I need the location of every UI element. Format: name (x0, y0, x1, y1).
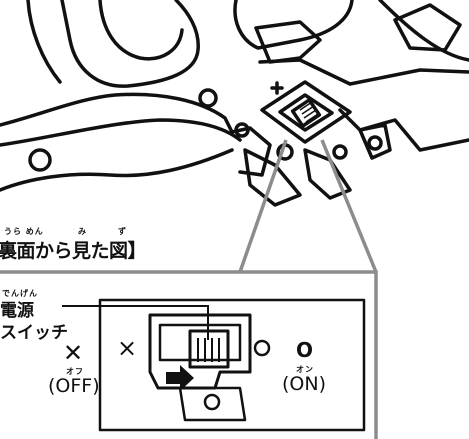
right-housing (258, 58, 469, 86)
heading-ruby-ura-men: うら めん (4, 227, 44, 236)
screw-hole-left (28, 148, 52, 172)
switch-label-line1: 電源 (0, 301, 34, 321)
switch-plate-inner (158, 323, 242, 362)
cog-shape (393, 3, 462, 52)
label-leader-line (62, 305, 209, 340)
screw-hole-mid (198, 88, 218, 108)
plus-mark (270, 81, 284, 95)
heading-ruby-zu: ず (118, 227, 127, 236)
switch-plate (148, 313, 252, 390)
off-ruby: オフ (66, 367, 84, 376)
base-wedge (243, 148, 302, 207)
callout-line-left (238, 139, 288, 273)
hook-shape (358, 123, 392, 160)
lower-body-edge (0, 148, 234, 192)
right-housing-lower (338, 108, 469, 152)
on-circle-icon: O (296, 338, 314, 362)
right-frame-inner (254, 20, 322, 64)
panel-base (178, 386, 247, 422)
diagram-heading: 裏面から見た図】 (0, 240, 147, 262)
body-curve-outer (0, 92, 234, 134)
panel-hole-bottom (203, 393, 221, 411)
arm-inner (98, 0, 184, 61)
tab-shape (230, 126, 272, 177)
housing-hole-right (332, 144, 348, 160)
arm-shape (60, 0, 200, 88)
right-edge (378, 0, 469, 62)
callout-line-right (320, 139, 378, 273)
switch-label-line2: スイッチ (0, 323, 68, 343)
panel-hole-right (253, 339, 271, 357)
direction-arrow-icon (166, 365, 194, 391)
housing-hole-top (234, 122, 250, 138)
switch-panel (98, 298, 366, 432)
off-cross-icon: ✕ (63, 339, 84, 367)
right-frame (233, 0, 354, 50)
switch-housing-inner (278, 93, 334, 132)
hook-hole (367, 135, 383, 151)
body-curve-inner (0, 118, 242, 147)
switch-label-ruby: でんげん (2, 289, 38, 298)
on-ruby: オン (296, 365, 314, 374)
panel-off-symbol: × (117, 334, 138, 362)
on-label: (ON) (282, 373, 326, 395)
arm-left (26, 0, 62, 84)
off-label: (OFF) (48, 375, 100, 397)
heading-ruby-mi: み (78, 227, 87, 236)
switch-knob-small (290, 98, 322, 128)
base-wedge-right (303, 148, 352, 200)
switch-housing (260, 80, 352, 144)
callout-frame (0, 270, 378, 439)
